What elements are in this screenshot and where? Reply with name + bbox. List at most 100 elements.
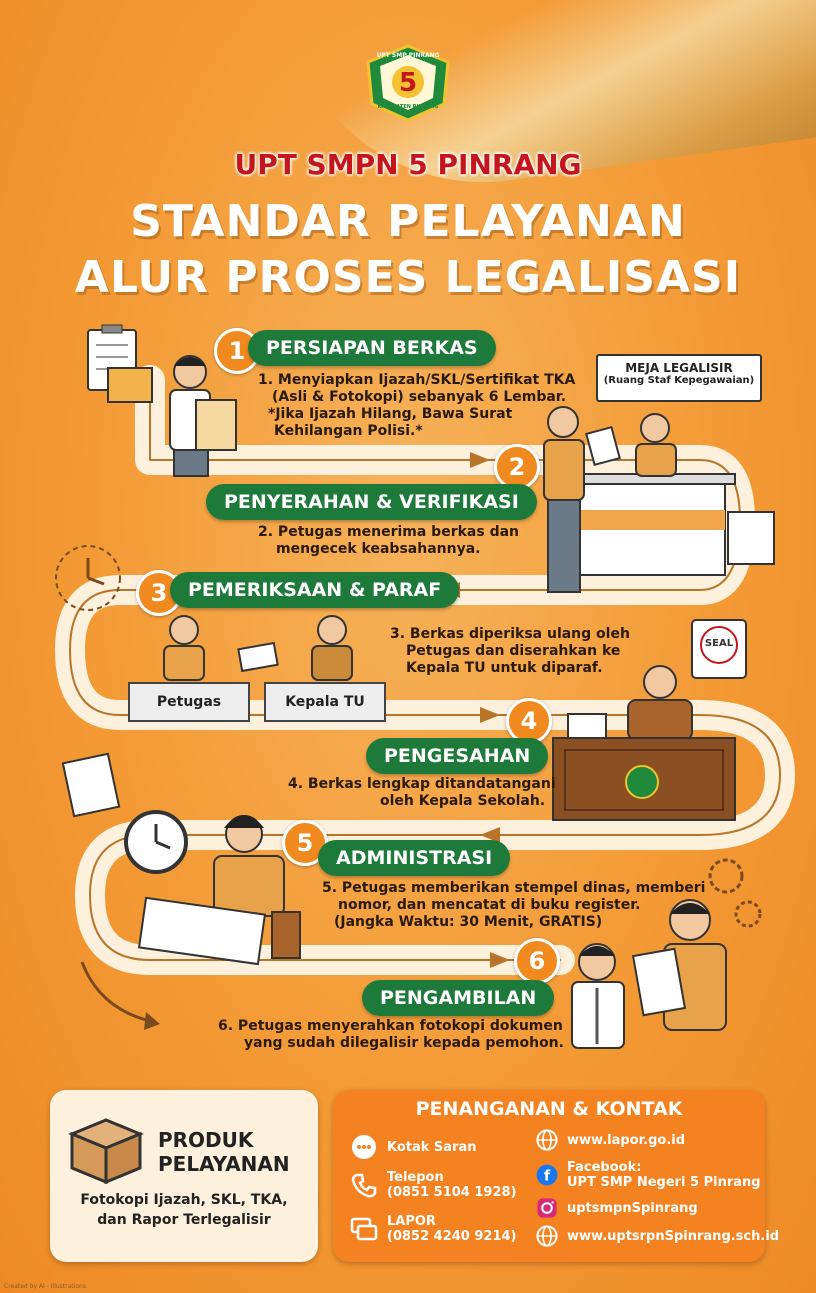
- step-3-number: 3: [136, 570, 182, 616]
- principal-desk: [552, 665, 736, 821]
- contact-kotak-saran[interactable]: Kotak Saran: [349, 1132, 477, 1162]
- produk-desc: Fotokopi Ijazah, SKL, TKA, dan Rapor Ter…: [60, 1190, 308, 1230]
- seal-icon: [691, 619, 747, 679]
- produk-title: PRODUK PELAYANAN: [158, 1128, 290, 1176]
- clock-icon: [55, 545, 121, 611]
- contact-lapor[interactable]: LAPOR(0852 4240 9214): [349, 1214, 516, 1244]
- step-5-line: nomor, dan mencatat di buku register.: [338, 897, 641, 913]
- lapor-icon: [350, 1217, 378, 1241]
- box-icon: [68, 1118, 144, 1184]
- desk-label-kepala-tu: Kepala TU: [264, 682, 386, 722]
- instagram-icon: [537, 1198, 557, 1218]
- verification-desk: [543, 406, 775, 593]
- step-2-number: 2: [494, 444, 540, 490]
- school-logo: 5 UPT SMP PINRANG KABUPATEN PINRANG: [366, 44, 450, 122]
- contact-telepon[interactable]: Telepon(0851 5104 1928): [349, 1170, 516, 1200]
- contact-text: uptsmpnSpinrang: [567, 1200, 698, 1216]
- step-3-line: 3. Berkas diperiksa ulang oleh: [390, 626, 630, 642]
- produk-pelayanan-panel: PRODUK PELAYANAN Fotokopi Ijazah, SKL, T…: [50, 1090, 318, 1262]
- page-title-line1: STANDAR PELAYANAN: [130, 196, 686, 247]
- gear-icon: [708, 858, 762, 928]
- phone-icon: [351, 1173, 377, 1198]
- student-figure: [571, 943, 625, 1049]
- step-1-desc: 1. Menyiapkan Ijazah/SKL/Sertifikat TKA …: [258, 372, 575, 440]
- officer-figure: [631, 899, 727, 1031]
- officer-figure: [163, 615, 205, 681]
- student-figure: [169, 355, 237, 477]
- meja-legalisir-sign: MEJA LEGALISIR (Ruang Staf Kepegawaian): [596, 354, 762, 402]
- step-3-line: Petugas dan diserahkan ke: [406, 643, 621, 659]
- meja-subtitle: (Ruang Staf Kepegawaian): [603, 375, 755, 386]
- step-3-title: PEMERIKSAAN & PARAF: [170, 572, 460, 608]
- arrow-icon: [470, 452, 490, 468]
- page-title-line2: ALUR PROSES LEGALISASI: [74, 252, 742, 303]
- wall-clock-icon: [124, 810, 188, 874]
- arrow-icon: [480, 827, 500, 843]
- step-5-desc: 5. Petugas memberikan stempel dinas, mem…: [322, 880, 705, 931]
- logo-number: 5: [399, 68, 417, 98]
- facebook-icon: f: [536, 1164, 558, 1186]
- process-path: [55, 324, 795, 1049]
- produk-title-line1: PRODUK: [158, 1128, 254, 1152]
- produk-title-line2: PELAYANAN: [158, 1152, 290, 1176]
- step-6-title: PENGAMBILAN: [362, 980, 555, 1016]
- step-4-line: 4. Berkas lengkap ditandatangani: [288, 776, 556, 792]
- step-2-desc: 2. Petugas menerima berkas dan mengecek …: [258, 524, 519, 558]
- step-6-desc: 6. Petugas menyerahkan fotokopi dokumen …: [218, 1018, 564, 1052]
- logo-top-text: UPT SMP PINRANG: [376, 52, 439, 59]
- step-5-title: ADMINISTRASI: [318, 840, 511, 876]
- contact-text: Kotak Saran: [387, 1139, 477, 1155]
- meja-title: MEJA LEGALISIR: [625, 361, 733, 375]
- desk-label-petugas: Petugas: [128, 682, 250, 722]
- folder-icon: [107, 367, 153, 403]
- contact-instagram[interactable]: uptsmpnSpinrang: [535, 1196, 698, 1220]
- step-5-line: (Jangka Waktu: 30 Menit, GRATIS): [334, 914, 603, 930]
- step-3-desc: 3. Berkas diperiksa ulang oleh Petugas d…: [390, 626, 630, 677]
- produk-desc-line: Fotokopi Ijazah, SKL, TKA,: [80, 1192, 288, 1208]
- step-1-line: Kehilangan Polisi.*: [274, 423, 423, 439]
- step-6-line: 6. Petugas menyerahkan fotokopi dokumen: [218, 1018, 563, 1034]
- step-6-number: 6: [514, 938, 560, 984]
- step-2-line: mengecek keabsahannya.: [276, 541, 481, 557]
- step-3-line: Kepala TU untuk diparaf.: [406, 660, 603, 676]
- contact-text: www.lapor.go.id: [567, 1132, 686, 1148]
- step-1-line: *Jika Ijazah Hilang, Bawa Surat: [268, 406, 513, 422]
- document-icon: [237, 641, 279, 673]
- arrow-icon: [480, 707, 500, 723]
- svg-text:f: f: [544, 1169, 551, 1185]
- contact-lapor-web[interactable]: www.lapor.go.id: [535, 1128, 685, 1152]
- step-2-title: PENYERAHAN & VERIFIKASI: [206, 484, 537, 520]
- step-4-line: oleh Kepala Sekolah.: [380, 793, 546, 809]
- step-1-line: 1. Menyiapkan Ijazah/SKL/Sertifikat TKA: [258, 372, 576, 388]
- step-2-line: 2. Petugas menerima berkas dan: [258, 524, 520, 540]
- contact-facebook[interactable]: f Facebook:UPT SMP Negeri 5 Pinrang: [535, 1160, 761, 1190]
- arrow-icon: [490, 952, 510, 968]
- contact-text: Telepon: [387, 1170, 444, 1185]
- step-5-number: 5: [282, 820, 328, 866]
- contact-title: PENANGANAN & KONTAK: [415, 1098, 683, 1120]
- contact-text: www.uptsrpnSpinrang.sch.id: [567, 1228, 780, 1244]
- contact-text: (0851 5104 1928): [387, 1185, 517, 1200]
- registrar-figure: [137, 815, 301, 966]
- kepala-tu-figure: [311, 615, 353, 681]
- contact-panel: PENANGANAN & KONTAK Kotak Saran Telepon(…: [333, 1090, 779, 1262]
- curved-arrow-icon: [80, 961, 155, 1024]
- footer-credit: Created by AI - Illustrations: [4, 1283, 86, 1290]
- produk-desc-line: dan Rapor Terlegalisir: [97, 1212, 271, 1228]
- seal-label: SEAL: [704, 638, 734, 649]
- contact-text: Facebook:: [567, 1160, 642, 1175]
- globe-icon: [536, 1129, 558, 1151]
- step-1-title: PERSIAPAN BERKAS: [248, 330, 496, 366]
- globe-icon: [536, 1225, 558, 1247]
- contact-text: (0852 4240 9214): [387, 1229, 517, 1244]
- chat-icon: [352, 1135, 376, 1159]
- step-4-desc: 4. Berkas lengkap ditandatangani oleh Ke…: [288, 776, 556, 810]
- step-4-title: PENGESAHAN: [366, 738, 549, 774]
- contact-school-web[interactable]: www.uptsrpnSpinrang.sch.id: [535, 1224, 779, 1248]
- step-1-line: (Asli & Fotokopi) sebanyak 6 Lembar.: [272, 389, 567, 405]
- step-6-line: yang sudah dilegalisir kepada pemohon.: [244, 1035, 564, 1051]
- paper-icon: [61, 752, 121, 818]
- contact-text: UPT SMP Negeri 5 Pinrang: [567, 1175, 761, 1190]
- step-5-line: 5. Petugas memberikan stempel dinas, mem…: [322, 880, 706, 896]
